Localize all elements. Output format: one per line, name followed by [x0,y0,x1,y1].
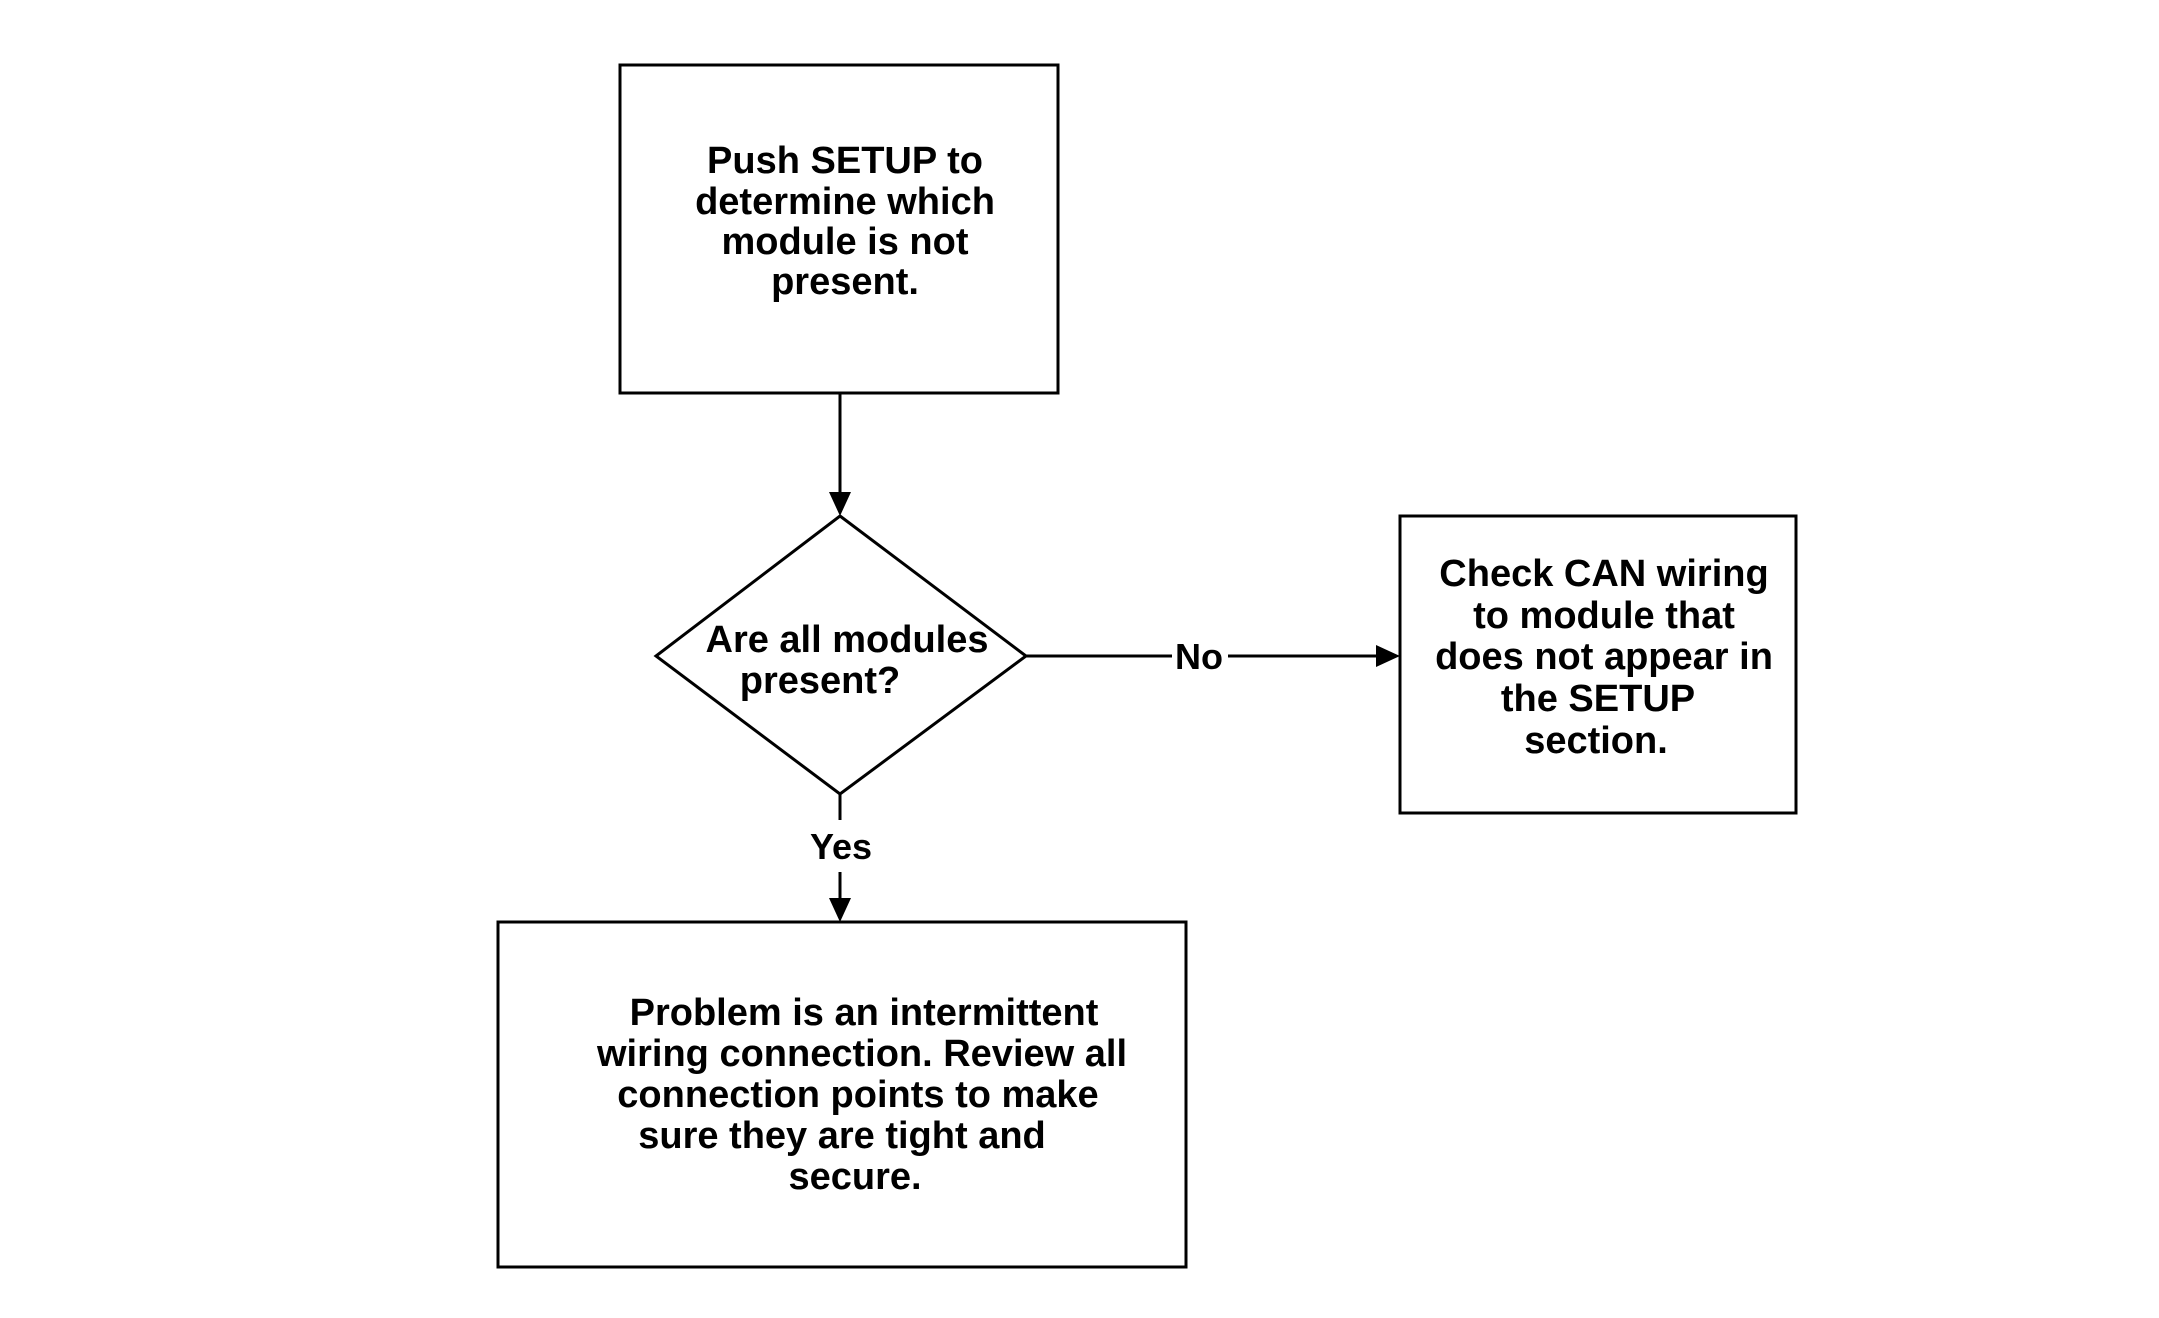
start-box-text-line-4: present. [771,261,919,303]
no-box: Check CAN wiring to module that does not… [1398,514,1798,815]
yes-box-text-line-4: sure they are tight and [638,1115,1046,1157]
yes-box-text-line-3: connection points to make [617,1074,1098,1116]
no-box-text-line-1: Check CAN wiring [1439,553,1768,595]
edge-yes-label: Yes [810,826,872,867]
yes-box: Problem is an intermittent wiring connec… [496,920,1188,1269]
decision-text-line-1: Are all modules [706,619,989,661]
no-box-text-line-2: to module that [1473,595,1735,637]
edge-start-to-decision [829,393,851,516]
decision-diamond: Are all modules present? [653,514,1029,796]
edge-no-label: No [1175,636,1223,677]
edge-no: No [1026,636,1400,677]
yes-box-text-line-2: wiring connection. Review all [596,1033,1127,1075]
no-box-text-line-3: does not appear in [1435,636,1773,678]
yes-box-text-line-5: secure. [788,1156,921,1198]
edge-start-to-decision-arrowhead [829,492,851,516]
edge-yes: Yes [810,794,872,922]
yes-box-text-line-1: Problem is an intermittent [630,992,1099,1034]
edge-no-arrowhead [1376,645,1400,667]
decision-text-line-2: present? [740,660,900,702]
edge-yes-arrowhead [829,898,851,922]
start-box-text-line-1: Push SETUP to [707,140,983,182]
start-box-frame [618,63,1060,395]
no-box-frame [1398,514,1798,815]
start-box-text-line-3: module is not [722,221,969,263]
start-box-text-line-2: determine which [695,181,995,223]
yes-box-frame [496,920,1188,1269]
start-box: Push SETUP to determine which module is … [618,63,1060,395]
no-box-text-line-5: section. [1524,720,1668,762]
no-box-text-line-4: the SETUP [1501,678,1695,720]
